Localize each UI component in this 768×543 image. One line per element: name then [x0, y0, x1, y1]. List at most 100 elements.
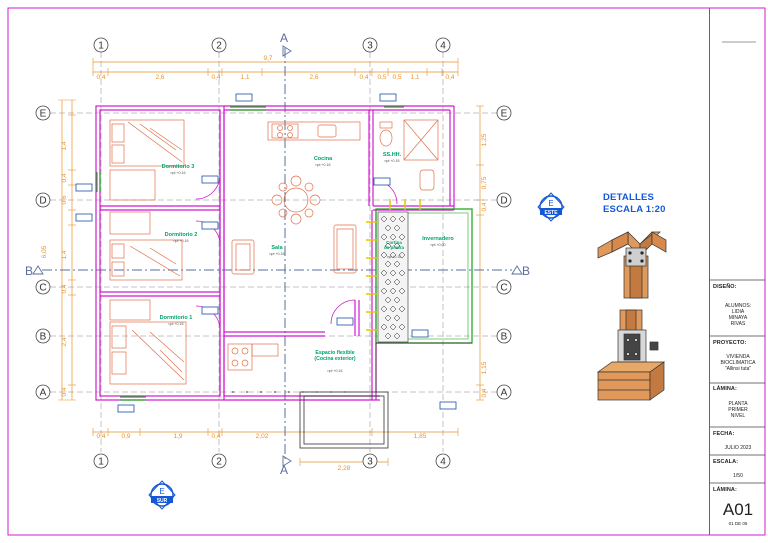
svg-text:2,02: 2,02 [256, 433, 269, 440]
axis-bubble-right-C-label: C [500, 283, 507, 294]
room-inv: Invernadero [422, 236, 454, 242]
axis-bubble-right-E-label: E [501, 109, 508, 120]
svg-text:0,4: 0,4 [96, 433, 105, 440]
stone-mark [380, 233, 388, 241]
details-heading: DETALLES [603, 192, 655, 203]
stone-curtain-wall [377, 211, 409, 343]
axis-bubble-right-B-label: B [501, 332, 508, 343]
axis-bubble-right-D [496, 192, 512, 208]
stone-mark [389, 305, 397, 313]
title-block: DISEÑO: ALUMNOS: LIDIA MINAYA RIVAS PROY… [709, 8, 766, 535]
room-dorm1: Dormitorio 1 [160, 315, 193, 321]
stone-mark [384, 260, 392, 268]
stone-mark [389, 233, 397, 241]
room-sala: Sala [271, 245, 283, 251]
axis-bubble-bottom-1 [93, 453, 109, 469]
svg-text:npt +0.16: npt +0.16 [173, 239, 188, 243]
outdoor-deck [299, 342, 472, 449]
axis-bubble-right-E [496, 105, 512, 121]
axis-bubble-left-B-label: B [40, 332, 47, 343]
tb-fecha-value: JULIO 2023 [724, 445, 752, 451]
svg-text:1,9: 1,9 [173, 433, 182, 440]
axis-bubble-top-3-label: 3 [367, 41, 373, 52]
details-scale: ESCALA 1:20 [603, 204, 666, 215]
svg-text:0,5: 0,5 [377, 74, 386, 81]
windows [96, 106, 404, 401]
axis-bubble-bottom-2-label: 2 [216, 457, 222, 468]
section-cut-lines [42, 48, 512, 462]
stone-mark [384, 224, 392, 232]
svg-text:2,6: 2,6 [309, 74, 318, 81]
svg-text:A: A [280, 463, 288, 477]
svg-text:0,75: 0,75 [481, 176, 488, 189]
axis-bubble-top-2-label: 2 [216, 41, 222, 52]
tb-proyecto-label: PROYECTO: [713, 340, 747, 346]
stone-mark [380, 287, 388, 295]
axis-bubble-bottom-3-label: 3 [367, 457, 373, 468]
svg-text:npt +0.16: npt +0.16 [387, 255, 401, 259]
stone-mark [384, 278, 392, 286]
room-sshh: SS.HH. [383, 152, 402, 158]
axis-bubble-left-D-label: D [39, 196, 46, 207]
axis-bubble-right-D-label: D [500, 196, 507, 207]
axis-bubble-left-E-label: E [40, 109, 47, 120]
furniture [109, 119, 439, 385]
axis-bubble-top-4-label: 4 [440, 41, 446, 52]
svg-text:npt +0.16: npt +0.16 [269, 252, 284, 256]
stone-mark [380, 323, 388, 331]
svg-text:1,1: 1,1 [410, 74, 419, 81]
stone-mark [398, 305, 406, 313]
svg-text:0,4: 0,4 [61, 284, 68, 293]
vent-marks [366, 199, 421, 331]
axis-bubble-top-2 [211, 37, 227, 53]
svg-text:0,4: 0,4 [481, 202, 488, 211]
axis-bubble-left-A [35, 384, 51, 400]
svg-text:0,4: 0,4 [96, 74, 105, 81]
stone-mark [389, 215, 397, 223]
axis-bubble-left-E [35, 105, 51, 121]
svg-text:E: E [548, 199, 553, 208]
room-dorm2: Dormitorio 2 [165, 232, 198, 238]
axis-bubble-bottom-4 [435, 453, 451, 469]
stone-mark [398, 215, 406, 223]
section-markers: A A B B [25, 31, 530, 477]
svg-text:1,25: 1,25 [481, 133, 488, 146]
svg-text:B: B [25, 264, 33, 278]
tb-diseno-label: DISEÑO: [713, 284, 737, 290]
tb-lamina2-label: LÁMINA: [713, 487, 737, 493]
svg-text:1,4: 1,4 [61, 250, 68, 259]
stone-mark [393, 260, 401, 268]
svg-text:2,6: 2,6 [155, 74, 164, 81]
svg-text:B: B [522, 264, 530, 278]
tb-lamina-value: PLANTA PRIMER NIVEL [728, 401, 748, 419]
stone-mark [384, 314, 392, 322]
svg-text:1,4: 1,4 [61, 141, 68, 150]
svg-text:2,28: 2,28 [338, 465, 351, 472]
stone-mark [398, 233, 406, 241]
stone-mark [389, 287, 397, 295]
tb-escala-label: ESCALA: [713, 459, 739, 465]
compass-south: E SUR [148, 480, 176, 510]
stone-mark [380, 215, 388, 223]
stone-mark [393, 332, 401, 340]
svg-text:0,4: 0,4 [445, 74, 454, 81]
walls [95, 105, 455, 401]
tb-fecha-label: FECHA: [713, 431, 735, 437]
stone-mark [398, 323, 406, 331]
svg-text:6,05: 6,05 [41, 245, 48, 258]
svg-text:npt +0.16: npt +0.16 [327, 369, 342, 373]
stone-mark [398, 269, 406, 277]
svg-text:npt +0.16: npt +0.16 [384, 159, 399, 163]
svg-text:ESTE: ESTE [544, 210, 558, 216]
stone-mark [393, 224, 401, 232]
detail-beam-joint [597, 231, 667, 299]
axis-bubble-left-D [35, 192, 51, 208]
stone-mark [393, 278, 401, 286]
svg-text:E: E [159, 487, 164, 496]
dimension-labels: 9,7 0,4 2,6 0,4 1,1 2,6 0,4 0,5 0,5 1,1 … [41, 55, 488, 472]
axis-bubble-right-B [496, 328, 512, 344]
room-cocina: Cocina [314, 156, 333, 162]
axis-bubble-left-C [35, 279, 51, 295]
stone-mark [380, 269, 388, 277]
svg-text:1,85: 1,85 [414, 433, 427, 440]
